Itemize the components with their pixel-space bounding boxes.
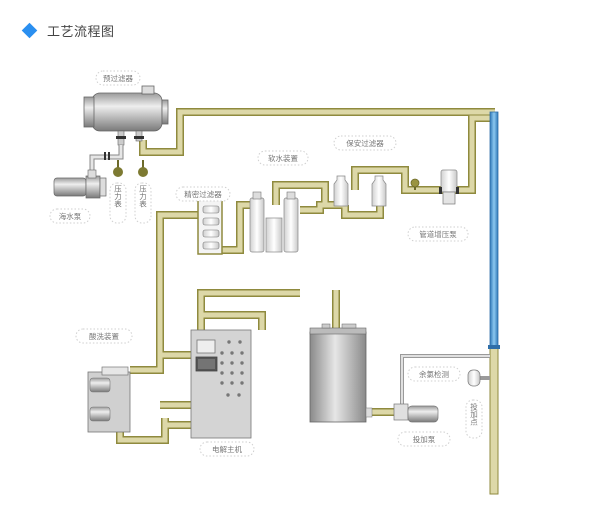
svg-text:余氯检测: 余氯检测 (419, 369, 449, 379)
svg-text:电解主机: 电解主机 (212, 444, 242, 454)
label-seawater-pump: 海水泵 (49, 208, 91, 224)
svg-text:保安过滤器: 保安过滤器 (346, 138, 384, 148)
precision-filter (197, 199, 223, 255)
acid-wash-device (87, 366, 131, 433)
svg-text:投加泵: 投加泵 (413, 434, 436, 444)
pre-filter (83, 85, 169, 172)
page-title: 工艺流程图 (47, 24, 115, 40)
svg-text:投加点: 投加点 (469, 402, 478, 427)
residual-chlorine-sensor (467, 369, 481, 387)
seawater-pump (53, 169, 107, 199)
label-precision-filter: 精密过滤器 (175, 186, 231, 202)
svg-text:海水泵: 海水泵 (59, 211, 82, 221)
label-security-filter: 保安过滤器 (333, 135, 397, 151)
label-softener: 软水装置 (257, 150, 309, 166)
main-riser-pipe (489, 111, 499, 349)
label-pre-filter: 预过滤器 (95, 70, 141, 86)
softener (249, 191, 299, 253)
security-filter (333, 175, 387, 207)
booster-pump (439, 169, 459, 205)
label-acid-wash: 酸洗装置 (75, 328, 133, 344)
svg-text:压力表: 压力表 (138, 185, 147, 209)
electrolysis-host (190, 329, 252, 439)
label-booster-pump: 管道增压泵 (407, 226, 469, 242)
storage-tank (309, 323, 373, 423)
header: 工艺流程图 (21, 20, 115, 40)
label-pressure-gauge-1: 压力表 (109, 182, 127, 224)
svg-text:预过滤器: 预过滤器 (103, 73, 133, 83)
label-electrolysis-host: 电解主机 (199, 441, 255, 457)
svg-text:管道增压泵: 管道增压泵 (419, 229, 457, 239)
label-dosing-pump: 投加泵 (397, 431, 451, 447)
label-residual-chlorine: 余氯检测 (407, 366, 461, 382)
dosing-pump (393, 403, 439, 423)
pressure-gauge-2 (138, 160, 148, 177)
pressure-gauge-3 (410, 178, 420, 190)
label-pressure-gauge-2: 压力表 (134, 182, 152, 224)
svg-text:酸洗装置: 酸洗装置 (89, 331, 119, 341)
svg-text:压力表: 压力表 (113, 185, 122, 209)
pipes (116, 108, 499, 495)
pressure-gauge-1 (113, 160, 123, 177)
svg-text:精密过滤器: 精密过滤器 (184, 189, 222, 199)
svg-text:软水装置: 软水装置 (268, 153, 298, 163)
label-dosing-point: 投加点 (465, 399, 483, 439)
